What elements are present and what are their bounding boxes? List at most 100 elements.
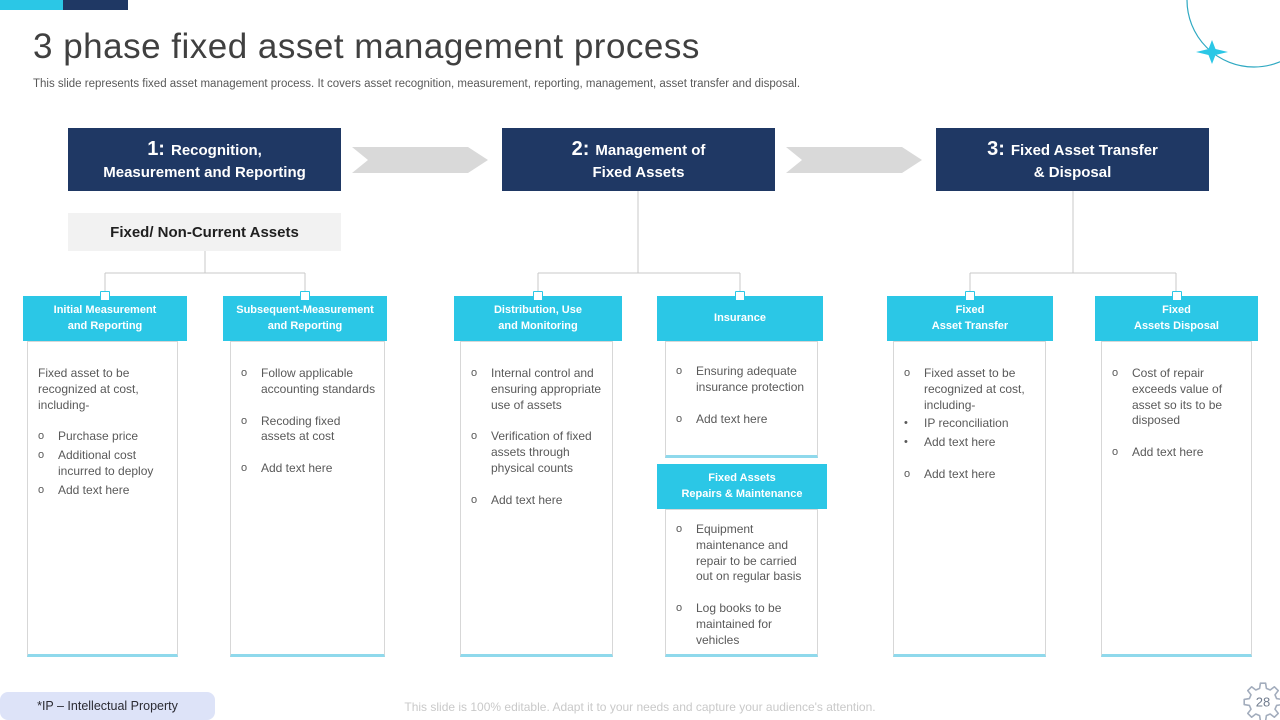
column-header-line1: Fixed bbox=[955, 303, 985, 316]
column-header-line2: Asset Transfer bbox=[931, 319, 1009, 332]
connector-handle bbox=[735, 291, 745, 301]
column-header-line2: Repairs & Maintenance bbox=[681, 487, 803, 500]
fixed-non-current-assets-label[interactable]: Fixed/ Non-Current Assets bbox=[68, 213, 341, 251]
column-panel-repairs-maintenance[interactable]: o Equipment maintenance and repair to be … bbox=[665, 509, 818, 657]
bullet-text: Add text here bbox=[924, 467, 996, 482]
connector-handle bbox=[965, 291, 975, 301]
bullet-marker: o bbox=[38, 430, 45, 443]
column-header-line1: Subsequent-Measurement bbox=[236, 303, 374, 316]
bullet-text: Equipment maintenance and repair to be c… bbox=[696, 522, 802, 584]
column-header-line1: Initial Measurement bbox=[53, 303, 157, 316]
ip-footnote-text: *IP – Intellectual Property bbox=[37, 699, 178, 713]
bullet-text: Verification of fixed assets through phy… bbox=[491, 429, 592, 476]
bullet-text: Internal control and ensuring appropriat… bbox=[491, 366, 602, 412]
column-header-line2: and Monitoring bbox=[498, 319, 578, 332]
bullet-marker: o bbox=[241, 462, 248, 475]
phase-header-2[interactable]: 2:Management of Fixed Assets bbox=[502, 128, 775, 191]
bullet-text: IP reconciliation bbox=[924, 416, 1009, 431]
connector-handle bbox=[300, 291, 310, 301]
phase-title-line1: Fixed Asset Transfer bbox=[1010, 141, 1158, 159]
bullet-item: • IP reconciliation bbox=[904, 416, 1037, 432]
page-title: 3 phase fixed asset management process bbox=[33, 27, 700, 66]
phase-number: 1: bbox=[147, 137, 165, 160]
bullet-item: o Ensuring adequate insurance protection bbox=[676, 364, 809, 396]
bullet-text: Additional cost incurred to deploy bbox=[58, 448, 154, 479]
bullet-marker: o bbox=[471, 367, 478, 379]
column-header-fixed-asset-transfer[interactable]: Fixed Asset Transfer bbox=[887, 291, 1053, 341]
column-header-insurance[interactable]: Insurance bbox=[657, 291, 823, 341]
column-panel-fixed-asset-transfer[interactable]: o Fixed asset to be recognized at cost, i… bbox=[893, 341, 1046, 657]
bullet-marker: o bbox=[471, 493, 478, 506]
bullet-item: o Additional cost incurred to deploy bbox=[38, 448, 169, 480]
page-subtitle: This slide represents fixed asset manage… bbox=[33, 78, 801, 90]
bullet-marker: o bbox=[38, 483, 45, 496]
phase-header-1[interactable]: 1: Recognition, Measurement and Reporting bbox=[68, 128, 341, 191]
bullet-marker: o bbox=[676, 602, 683, 615]
bullet-marker: o bbox=[1112, 446, 1119, 459]
bullet-marker: o bbox=[676, 523, 683, 535]
column-header-line2: and Reporting bbox=[267, 319, 343, 332]
bullet-text: Ensuring adequate insurance protection bbox=[696, 364, 805, 394]
bullet-item: o Cost of repair exceeds value of asset s… bbox=[1112, 366, 1243, 429]
bullet-marker: o bbox=[904, 468, 911, 481]
connector-handle bbox=[533, 291, 543, 301]
ip-footnote-badge[interactable]: *IP – Intellectual Property bbox=[0, 692, 215, 720]
column-panel-fixed-assets-disposal[interactable]: o Cost of repair exceeds value of asset s… bbox=[1101, 341, 1252, 657]
bullet-text: Add text here bbox=[924, 435, 996, 450]
phase-title-line2: Fixed Assets bbox=[592, 163, 685, 181]
connector-handle bbox=[100, 291, 110, 301]
sublabel-text: Fixed/ Non-Current Assets bbox=[110, 223, 299, 241]
connector-handle bbox=[1171, 291, 1182, 301]
bullet-marker: o bbox=[676, 365, 683, 377]
phase-number: 3: bbox=[987, 137, 1005, 160]
gear-icon: 28 bbox=[1243, 682, 1280, 720]
column-header-line1: Fixed Assets bbox=[708, 471, 776, 484]
phase-header-3[interactable]: 3:Fixed Asset Transfer & Disposal bbox=[936, 128, 1209, 191]
column-header-line1: Fixed bbox=[1162, 303, 1191, 316]
editable-note: This slide is 100% editable. Adapt it to… bbox=[404, 700, 876, 714]
bullet-item: o Add text here bbox=[904, 467, 1037, 483]
bullet-marker: • bbox=[904, 417, 908, 430]
bullet-marker: o bbox=[904, 367, 911, 379]
column-header-distribution-use-monitoring[interactable]: Distribution, Use and Monitoring bbox=[454, 291, 622, 341]
column-header-line1: Distribution, Use bbox=[493, 303, 582, 316]
panel-intro-text: Fixed asset to be recognized at cost, in… bbox=[38, 366, 139, 412]
column-panel-distribution-use-monitoring[interactable]: o Internal control and ensuring appropria… bbox=[460, 341, 613, 657]
page-number: 28 bbox=[1256, 695, 1270, 710]
column-panel-initial-measurement[interactable]: Fixed asset to be recognized at cost, in… bbox=[27, 341, 178, 657]
bullet-text: Fixed asset to be recognized at cost, in… bbox=[924, 366, 1025, 412]
bullet-marker: o bbox=[38, 449, 45, 462]
bullet-marker: o bbox=[1112, 367, 1119, 379]
bullet-marker: o bbox=[241, 367, 248, 379]
column-header-line2: and Reporting bbox=[67, 319, 143, 332]
corner-bar-cyan bbox=[0, 0, 63, 10]
bullet-text: Add text here bbox=[696, 411, 768, 426]
bullet-text: Log books to be maintained for vehicles bbox=[696, 601, 782, 647]
bullet-marker: • bbox=[904, 436, 908, 449]
bullet-item: o Internal control and ensuring appropria… bbox=[471, 366, 604, 413]
phase-title-line1: Recognition, bbox=[170, 141, 262, 159]
phase-title-line2: Measurement and Reporting bbox=[103, 163, 306, 181]
bullet-text: Recoding fixed assets at cost bbox=[261, 413, 341, 444]
bullet-item: o Fixed asset to be recognized at cost, i… bbox=[904, 366, 1037, 413]
phase-number: 2: bbox=[571, 137, 590, 160]
corner-bar-navy bbox=[63, 0, 128, 10]
bullet-text: Purchase price bbox=[58, 429, 139, 444]
bullet-text: Follow applicable accounting standards bbox=[261, 366, 376, 396]
column-header-initial-measurement[interactable]: Initial Measurement and Reporting bbox=[23, 291, 187, 341]
bullet-text: Cost of repair exceeds value of asset so… bbox=[1132, 366, 1223, 428]
sparkle-icon bbox=[1196, 40, 1228, 64]
circle-arc-decoration bbox=[1186, 0, 1280, 68]
column-header-subsequent-measurement[interactable]: Subsequent-Measurement and Reporting bbox=[223, 291, 387, 341]
column-header-fixed-assets-disposal[interactable]: Fixed Assets Disposal bbox=[1095, 291, 1258, 341]
bullet-item: o Purchase price bbox=[38, 429, 169, 445]
column-header-fixed-assets-repairs-maintenance[interactable]: Fixed Assets Repairs & Maintenance bbox=[657, 464, 827, 509]
